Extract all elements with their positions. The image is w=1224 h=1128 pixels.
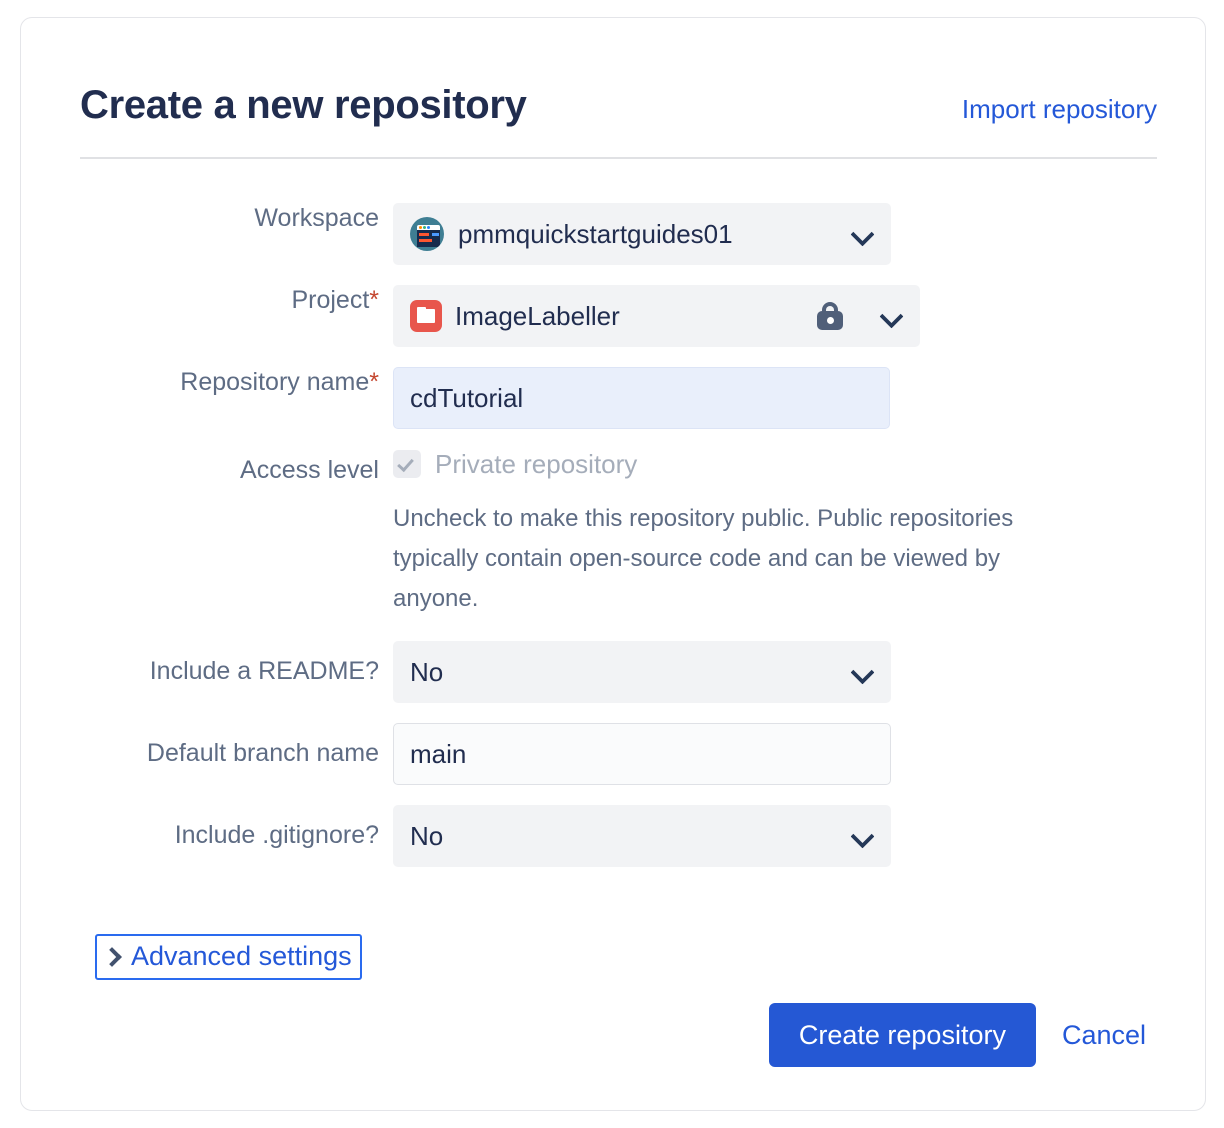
- import-repository-link[interactable]: Import repository: [961, 94, 1157, 124]
- advanced-settings-toggle[interactable]: Advanced settings: [95, 934, 362, 980]
- page-title: Create a new repository: [80, 83, 527, 127]
- include-readme-row: Include a README? No: [21, 641, 1207, 703]
- workspace-value: pmmquickstartguides01: [458, 218, 733, 249]
- project-label: Project*: [291, 286, 379, 314]
- private-repository-checkbox-row[interactable]: Private repository: [393, 449, 1207, 479]
- default-branch-name-field: main: [393, 723, 1207, 785]
- workspace-select[interactable]: pmmquickstartguides01: [393, 203, 891, 265]
- project-row: Project* ImageLabeller: [21, 285, 1207, 347]
- chevron-right-icon: [103, 945, 121, 967]
- card-header: Create a new repository Import repositor…: [80, 80, 1157, 176]
- cancel-button[interactable]: Cancel: [1061, 1019, 1146, 1050]
- access-level-field: Private repository Uncheck to make this …: [393, 449, 1207, 619]
- chevron-down-icon: [852, 826, 872, 846]
- workspace-field: pmmquickstartguides01: [393, 203, 1207, 265]
- repository-name-value: cdTutorial: [410, 382, 524, 413]
- default-branch-name-row: Default branch name main: [21, 723, 1207, 785]
- project-value: ImageLabeller: [455, 300, 620, 331]
- repository-name-field: cdTutorial: [393, 367, 1207, 429]
- workspace-row: Workspace pmmquickstartguides01: [21, 203, 1207, 265]
- create-repository-form: Workspace pmmquickstartguides01 Project*: [21, 203, 1207, 867]
- lock-icon: [817, 302, 843, 330]
- project-field: ImageLabeller: [393, 285, 1207, 347]
- repository-name-input[interactable]: cdTutorial: [393, 367, 890, 429]
- repository-name-row: Repository name* cdTutorial: [21, 367, 1207, 429]
- include-gitignore-select[interactable]: No: [393, 805, 891, 867]
- include-readme-select[interactable]: No: [393, 641, 891, 703]
- private-repository-checkbox[interactable]: [393, 450, 421, 478]
- default-branch-name-label: Default branch name: [146, 739, 379, 767]
- repository-name-label: Repository name*: [180, 368, 379, 396]
- default-branch-name-input[interactable]: main: [393, 723, 891, 785]
- chevron-down-icon: [852, 662, 872, 682]
- private-repository-label: Private repository: [435, 449, 638, 479]
- form-footer: Create repository Cancel: [768, 1003, 1146, 1067]
- access-level-help-text: Uncheck to make this repository public. …: [393, 505, 1014, 612]
- include-gitignore-label: Include .gitignore?: [174, 821, 379, 849]
- default-branch-name-value: main: [410, 738, 467, 769]
- include-readme-label: Include a README?: [149, 657, 379, 685]
- chevron-down-icon: [852, 224, 872, 244]
- chevron-down-icon: [881, 306, 901, 326]
- repository-name-required-mark: *: [369, 368, 379, 396]
- include-gitignore-row: Include .gitignore? No: [21, 805, 1207, 867]
- include-readme-field: No: [393, 641, 1207, 703]
- header-divider: [80, 157, 1157, 159]
- folder-icon: [410, 300, 442, 332]
- include-gitignore-field: No: [393, 805, 1207, 867]
- create-repository-card: Create a new repository Import repositor…: [20, 17, 1206, 1111]
- workspace-label: Workspace: [254, 204, 379, 232]
- create-repository-button[interactable]: Create repository: [768, 1003, 1036, 1067]
- project-select[interactable]: ImageLabeller: [393, 285, 920, 347]
- include-readme-value: No: [410, 656, 444, 687]
- access-level-label: Access level: [240, 456, 379, 484]
- access-level-row: Access level Private repository Uncheck …: [21, 449, 1207, 619]
- include-gitignore-value: No: [410, 820, 444, 851]
- advanced-settings-label: Advanced settings: [131, 941, 352, 971]
- project-required-mark: *: [369, 286, 379, 314]
- workspace-avatar-icon: [410, 217, 444, 251]
